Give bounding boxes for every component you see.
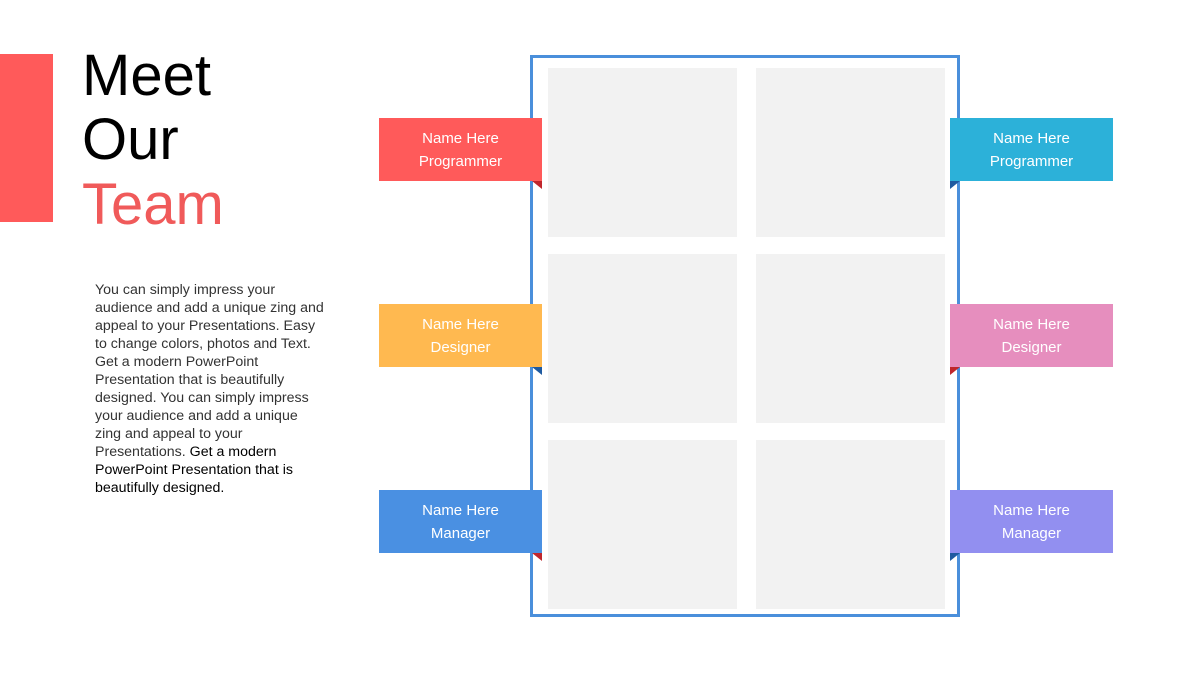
ribbon-fold [532, 553, 542, 561]
member-role: Designer [1001, 338, 1062, 356]
member-name: Name Here [993, 315, 1070, 333]
photo-placeholder[interactable] [756, 68, 945, 237]
member-role: Programmer [418, 152, 503, 170]
ribbon-fold [532, 367, 542, 375]
member-name: Name Here [422, 501, 499, 519]
description-text: You can simply impress your audience and… [95, 281, 327, 497]
member-label-programmer-left: Name Here Programmer [379, 118, 542, 181]
photo-placeholder[interactable] [756, 440, 945, 609]
description-part-1: You can simply impress your audience and… [95, 282, 324, 460]
member-name: Name Here [422, 315, 499, 333]
member-role: Designer [430, 338, 491, 356]
ribbon-fold [532, 181, 542, 189]
title-our: Our [82, 107, 179, 172]
member-name: Name Here [422, 129, 499, 147]
photo-placeholder[interactable] [548, 68, 737, 237]
member-name: Name Here [993, 129, 1070, 147]
ribbon-fold [950, 367, 960, 375]
photo-placeholder[interactable] [548, 254, 737, 423]
member-role: Manager [430, 524, 491, 542]
member-label-designer-left: Name Here Designer [379, 304, 542, 367]
photo-placeholder[interactable] [548, 440, 737, 609]
photo-placeholder[interactable] [756, 254, 945, 423]
title-team: Team [82, 172, 224, 237]
ribbon-fold [950, 553, 960, 561]
member-label-manager-right: Name Here Manager [950, 490, 1113, 553]
member-role: Programmer [989, 152, 1074, 170]
member-role: Manager [1001, 524, 1062, 542]
member-label-manager-left: Name Here Manager [379, 490, 542, 553]
description-part-2: Get a modern PowerPoint Presentation tha… [95, 444, 293, 496]
member-label-programmer-right: Name Here Programmer [950, 118, 1113, 181]
accent-bar [0, 54, 53, 222]
ribbon-fold [950, 181, 960, 189]
title-meet: Meet [82, 43, 211, 108]
member-label-designer-right: Name Here Designer [950, 304, 1113, 367]
member-name: Name Here [993, 501, 1070, 519]
